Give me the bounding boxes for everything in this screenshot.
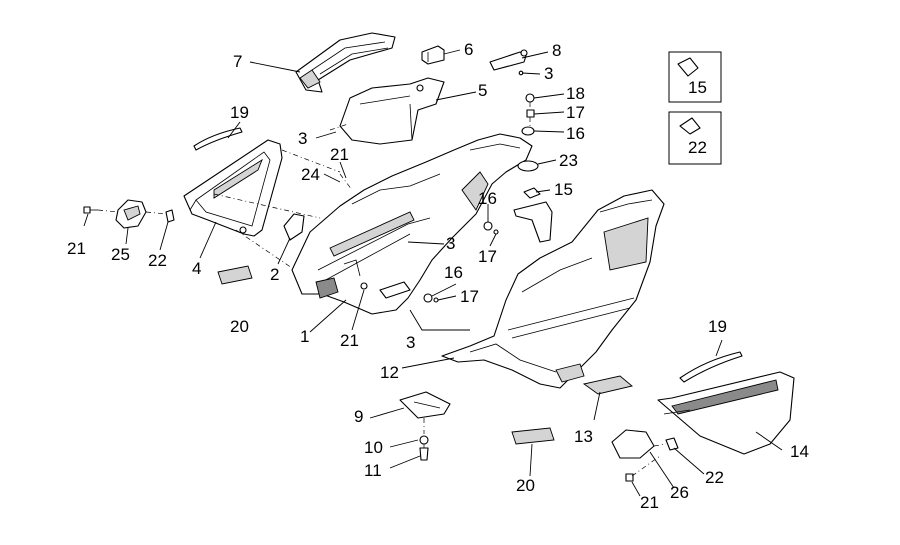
- callout-17: 17: [478, 247, 497, 266]
- part-19-strip-upper: [193, 127, 243, 151]
- part-7-upper-trim: [295, 32, 396, 93]
- callout-22: 22: [705, 468, 724, 487]
- part-20-pad-lower: [511, 427, 555, 445]
- part-9-cover: [399, 391, 451, 419]
- callout-labels: 7 6 8 3 5 18 17 16 15 22 19 3 21 24 23 1…: [67, 40, 809, 512]
- callout-21: 21: [640, 493, 659, 512]
- callout-11: 11: [364, 461, 382, 480]
- callout-3: 3: [544, 64, 553, 83]
- clip-22-icon: [679, 117, 701, 135]
- part-21-screw-left: [83, 206, 98, 214]
- part-13-plate: [582, 375, 633, 395]
- part-2-cap: [283, 213, 305, 241]
- callout-21: 21: [330, 145, 349, 164]
- box-22: [668, 111, 722, 165]
- callout-10: 10: [364, 438, 383, 457]
- part-20-pad-left: [217, 265, 253, 285]
- callout-18: 18: [566, 84, 585, 103]
- part-25-housing: [115, 199, 147, 229]
- part-23-cap: [517, 160, 539, 172]
- callout-17: 17: [566, 103, 585, 122]
- callout-17: 17: [460, 287, 479, 306]
- part-8-clip: [489, 49, 528, 71]
- box-15: [668, 51, 722, 103]
- callout-3: 3: [298, 129, 307, 148]
- callout-16: 16: [566, 124, 585, 143]
- part-19-strip-lower: [679, 351, 743, 383]
- callout-3: 3: [406, 333, 415, 352]
- callout-20: 20: [230, 317, 249, 336]
- callout-2: 2: [270, 265, 279, 284]
- bracket-plate: [513, 201, 553, 243]
- callout-13: 13: [574, 427, 593, 446]
- callout-19: 19: [230, 103, 249, 122]
- callout-1: 1: [300, 327, 309, 346]
- part-11-bolt: [419, 447, 429, 461]
- part-10-washer: [419, 435, 429, 445]
- part-22-clip-lower: [665, 437, 679, 451]
- part-22-clip-left: [165, 209, 175, 223]
- part-21-screw-lower: [625, 473, 634, 482]
- callout-3: 3: [446, 234, 455, 253]
- callout-6: 6: [464, 40, 473, 59]
- callout-9: 9: [354, 407, 363, 426]
- callout-23: 23: [559, 151, 578, 170]
- clip-15-icon: [677, 57, 699, 77]
- callout-25: 25: [111, 245, 130, 264]
- part-5-inner-panel: [339, 77, 445, 145]
- callout-22-box: 22: [688, 138, 707, 157]
- callout-26: 26: [670, 483, 689, 502]
- leader-lines: [83, 49, 783, 497]
- part-1-main-body: [291, 133, 533, 315]
- callout-16: 16: [444, 263, 463, 282]
- hardware-stack: [518, 70, 535, 136]
- callout-15-box: 15: [688, 78, 707, 97]
- callout-22: 22: [148, 251, 167, 270]
- callout-12: 12: [380, 363, 399, 382]
- callout-5: 5: [478, 81, 487, 100]
- part-14-side-panel: [657, 371, 795, 455]
- callout-4: 4: [192, 259, 201, 278]
- callout-20: 20: [516, 476, 535, 495]
- callout-8: 8: [552, 41, 561, 60]
- callout-7: 7: [233, 52, 242, 71]
- part-12-lower-body: [441, 189, 665, 389]
- callout-14: 14: [790, 442, 809, 461]
- part-15-clip: [523, 187, 541, 199]
- callout-21: 21: [67, 239, 86, 258]
- part-26-housing: [611, 429, 655, 459]
- callout-21: 21: [340, 331, 359, 350]
- callout-16: 16: [478, 189, 497, 208]
- callout-15: 15: [554, 180, 573, 199]
- callout-24: 24: [301, 165, 320, 184]
- callout-19: 19: [708, 317, 727, 336]
- hardware-center: [360, 221, 499, 303]
- part-6-bracket: [421, 45, 445, 65]
- part-4-side-frame: [183, 139, 283, 237]
